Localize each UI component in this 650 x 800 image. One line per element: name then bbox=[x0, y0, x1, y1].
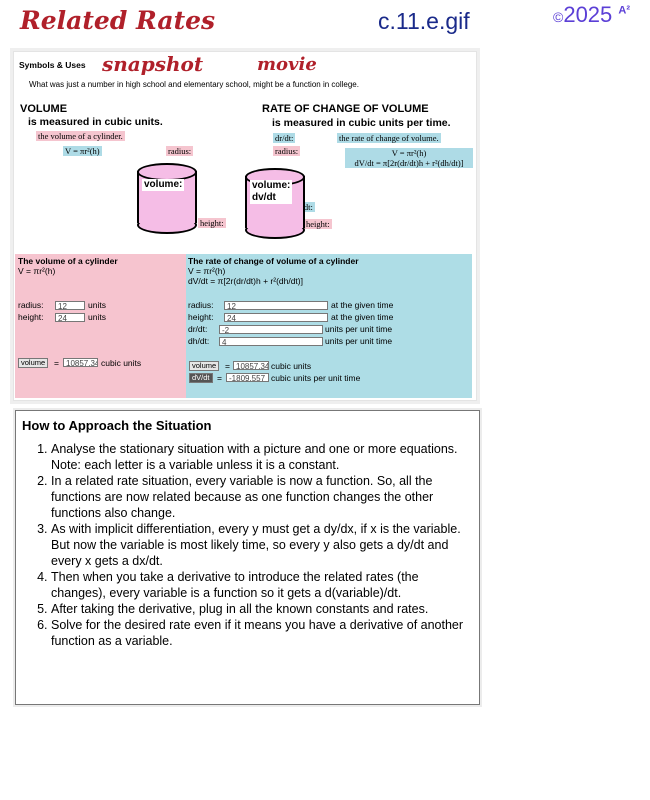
cylinder-volume-icon: volume: bbox=[137, 163, 197, 234]
height-input[interactable]: 24 bbox=[55, 313, 85, 322]
rate-volume-unit: cubic units bbox=[271, 361, 312, 371]
howto-steps: Analyse the stationary situation with a … bbox=[16, 441, 471, 649]
rate-header: RATE OF CHANGE OF VOLUME bbox=[262, 103, 429, 115]
rate-calculator: The rate of change of volume of a cylind… bbox=[186, 254, 472, 398]
equals-sign: = bbox=[54, 358, 59, 368]
rate-volume-button[interactable]: volume bbox=[189, 361, 220, 371]
cylinder-rate-label-dvdt: dv/dt bbox=[252, 192, 276, 203]
rate-formula-volume: V = πr²(h) bbox=[391, 148, 427, 158]
equals-sign: = bbox=[217, 373, 222, 383]
volume-description: the volume of a cylinder. bbox=[36, 131, 125, 141]
rate-radius-input[interactable]: 12 bbox=[224, 301, 328, 310]
rate-formulas: V = πr²(h) dV/dt = π[2r(dr/dt)h + r²(dh/… bbox=[345, 148, 473, 168]
intro-text: What was just a number in high school an… bbox=[29, 80, 359, 89]
equals-sign: = bbox=[225, 361, 230, 371]
radius-unit: units bbox=[88, 300, 106, 310]
cylinder-rate-icon: volume: dv/dt bbox=[245, 168, 305, 239]
howto-step: Analyse the stationary situation with a … bbox=[51, 441, 471, 473]
rate-height-note: at the given time bbox=[331, 312, 394, 322]
dhdt-input[interactable]: 4 bbox=[219, 337, 323, 346]
cylinder-rate-label-volume: volume: bbox=[252, 180, 291, 191]
height-unit: units bbox=[88, 312, 106, 322]
rate-calculator-title: The rate of change of volume of a cylind… bbox=[188, 256, 359, 266]
dvdt-output[interactable]: -1809.557 bbox=[226, 373, 269, 382]
copyright-author: A² bbox=[618, 4, 631, 17]
cylinder-volume-label: volume: bbox=[142, 179, 185, 191]
rate-formula-derivative: dV/dt = π[2r(dr/dt)h + r²(dh/dt)] bbox=[354, 158, 464, 168]
howto-step: As with implicit differentiation, every … bbox=[51, 521, 471, 569]
rate-description: the rate of change of volume. bbox=[337, 133, 441, 143]
radius-label: radius: bbox=[18, 300, 44, 310]
volume-calculator-formula: V = πr²(h) bbox=[18, 266, 56, 276]
radius-input[interactable]: 12 bbox=[55, 301, 85, 310]
drdt-note: units per unit time bbox=[325, 324, 393, 334]
howto-step: Then when you take a derivative to intro… bbox=[51, 569, 471, 601]
volume-calculator: The volume of a cylinder V = πr²(h) radi… bbox=[15, 254, 186, 398]
cylinder-rate-label: volume: dv/dt bbox=[250, 180, 293, 204]
rate-subheader: is measured in cubic units per time. bbox=[272, 117, 451, 129]
rate-calculator-formula-volume: V = πr²(h) bbox=[188, 266, 226, 276]
volume-unit: cubic units bbox=[101, 358, 142, 368]
radius-tag: radius: bbox=[166, 146, 194, 156]
howto-step-note: Note: each letter is a variable unless i… bbox=[51, 458, 340, 472]
rate-calculator-formula-derivative: dV/dt = π[2r(dr/dt)h + r²(dh/dt)] bbox=[188, 276, 303, 286]
movie-note: movie bbox=[257, 54, 317, 75]
dvdt-button[interactable]: dV/dt bbox=[189, 373, 213, 383]
height-tag-rate: height: bbox=[304, 219, 332, 229]
copyright-symbol: © bbox=[553, 9, 564, 25]
howto-box: How to Approach the Situation Analyse th… bbox=[15, 410, 480, 705]
volume-subheader: is measured in cubic units. bbox=[28, 116, 163, 128]
copyright-year: 2025 bbox=[563, 2, 613, 27]
snapshot-note: snapshot bbox=[102, 52, 204, 76]
copyright: ©2025 A² bbox=[553, 2, 630, 28]
rate-height-input[interactable]: 24 bbox=[224, 313, 328, 322]
symbols-label: Symbols & Uses bbox=[19, 60, 86, 70]
dhdt-note: units per unit time bbox=[325, 336, 393, 346]
height-label: height: bbox=[18, 312, 44, 322]
howto-step: Solve for the desired rate even if it me… bbox=[51, 617, 471, 649]
drdt-label: dr/dt: bbox=[188, 324, 208, 334]
page-title: Related Rates bbox=[20, 6, 216, 35]
dhdt-label: dh/dt: bbox=[188, 336, 210, 346]
radius-tag-rate: radius: bbox=[273, 146, 301, 156]
rate-height-label: height: bbox=[188, 312, 214, 322]
rate-radius-label: radius: bbox=[188, 300, 214, 310]
howto-step-text: Analyse the stationary situation with a … bbox=[51, 442, 458, 456]
volume-output[interactable]: 10857.34 bbox=[63, 358, 98, 367]
rate-volume-output[interactable]: 10857.34 bbox=[233, 361, 269, 370]
volume-header: VOLUME bbox=[20, 103, 68, 115]
dvdt-unit: cubic units per unit time bbox=[271, 373, 361, 383]
volume-calculator-title: The volume of a cylinder bbox=[18, 256, 118, 266]
volume-button[interactable]: volume bbox=[18, 358, 49, 368]
height-tag: height: bbox=[198, 218, 226, 228]
drdt-input[interactable]: -2 bbox=[219, 325, 323, 334]
volume-formula: V = πr²(h) bbox=[63, 146, 102, 156]
howto-step: In a related rate situation, every varia… bbox=[51, 473, 471, 521]
howto-step: After taking the derivative, plug in all… bbox=[51, 601, 471, 617]
drdt-tag: dr/dt: bbox=[273, 133, 296, 143]
file-name: c.11.e.gif bbox=[378, 8, 470, 34]
howto-title: How to Approach the Situation bbox=[22, 418, 212, 433]
rate-radius-note: at the given time bbox=[331, 300, 394, 310]
